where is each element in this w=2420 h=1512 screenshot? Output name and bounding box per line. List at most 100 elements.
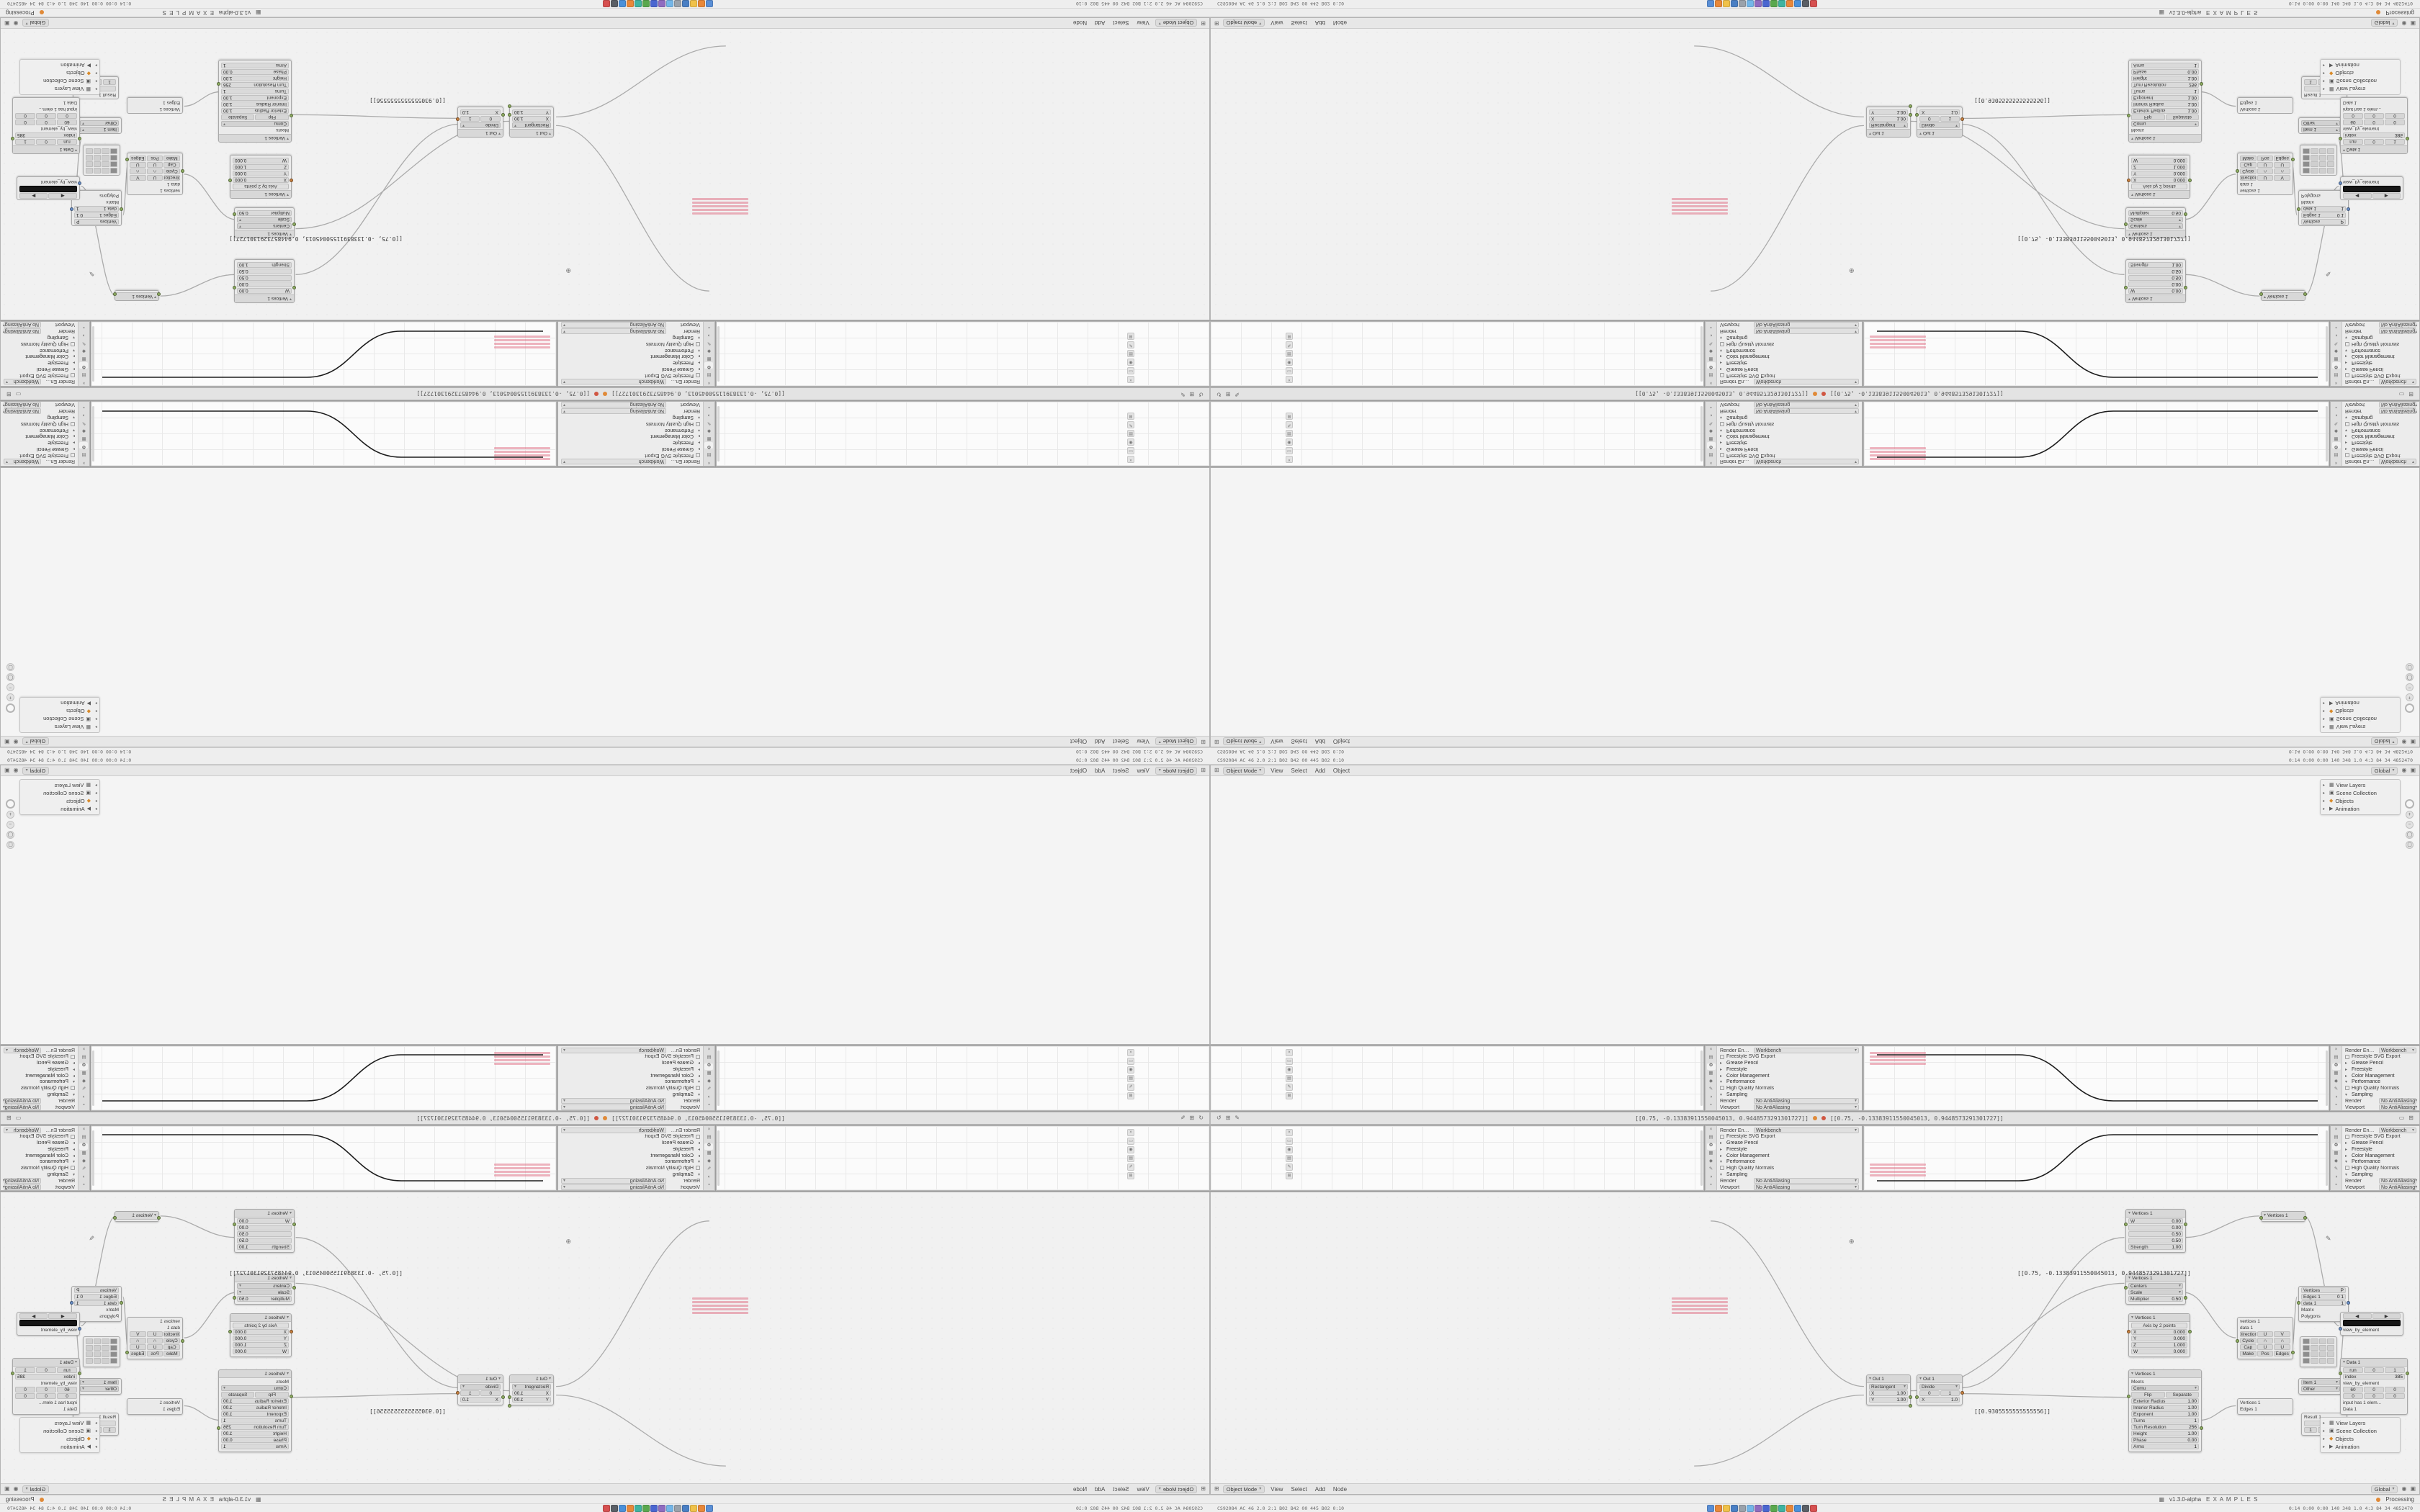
node-chip[interactable]: Make bbox=[163, 1351, 180, 1356]
cursor-icon[interactable]: ◉ bbox=[1286, 1066, 1293, 1074]
node-socket[interactable] bbox=[2127, 1395, 2130, 1398]
menu-select[interactable]: Select bbox=[1113, 767, 1129, 774]
node-socket[interactable] bbox=[11, 137, 14, 140]
props-tab-icon[interactable]: ✎ bbox=[2334, 420, 2339, 426]
outliner-row-scene-collection[interactable]: ▸▣Scene Collection bbox=[2323, 789, 2398, 797]
prop-row-freestyle[interactable]: ▸Freestyle bbox=[561, 440, 700, 446]
node-select[interactable]: Centers▾ bbox=[2128, 223, 2183, 229]
node-chip[interactable]: Make bbox=[2240, 156, 2257, 161]
props-tab-icon[interactable]: ◆ bbox=[82, 1079, 86, 1084]
node-title[interactable]: ▾Vertices 1 bbox=[115, 292, 158, 300]
node-item-other[interactable]: Item 1▾Other▾ bbox=[2298, 117, 2343, 134]
dock-app-11[interactable] bbox=[627, 1505, 634, 1512]
props-tab-icon[interactable]: ▤ bbox=[707, 1135, 712, 1140]
prop-row-performance[interactable]: ▾Performance bbox=[2345, 347, 2416, 353]
node-field[interactable]: 0.00 bbox=[237, 1225, 292, 1230]
prop-row-high-quality-normals[interactable]: High Quality Normals bbox=[4, 1086, 75, 1092]
node-select[interactable]: Other▾ bbox=[80, 120, 119, 126]
props-tab-icon[interactable]: ▦ bbox=[2334, 1151, 2339, 1156]
node-chip[interactable]: Direction bbox=[2240, 175, 2257, 181]
prop-row-freestyle[interactable]: ▸Freestyle bbox=[1720, 360, 1859, 366]
prop-row-high-quality-normals[interactable]: High Quality Normals bbox=[2345, 341, 2416, 347]
outliner-row-objects[interactable]: ▸◆Objects bbox=[2323, 797, 2398, 805]
node-socket[interactable] bbox=[2124, 222, 2128, 226]
overlays-icon[interactable]: ▣ bbox=[2410, 767, 2416, 773]
matrix-cell[interactable] bbox=[109, 168, 117, 174]
props-tab-icon[interactable]: × bbox=[707, 1127, 711, 1132]
menu-view[interactable]: View bbox=[1270, 1485, 1283, 1493]
props-tab-icon[interactable]: × bbox=[82, 1047, 86, 1052]
checkbox[interactable] bbox=[696, 421, 700, 426]
matrix-cell[interactable] bbox=[2311, 1351, 2318, 1357]
axis-gizmo-icon[interactable] bbox=[6, 703, 15, 713]
node-chip[interactable]: 1 bbox=[1940, 1390, 1960, 1396]
node-chip[interactable]: Pos bbox=[146, 1351, 163, 1356]
outliner-row-animation[interactable]: ▸▶Animation bbox=[22, 1443, 97, 1451]
node-socket[interactable] bbox=[70, 1301, 73, 1305]
matrix-cell[interactable] bbox=[2326, 1358, 2334, 1364]
props-tab-icon[interactable]: ⚙ bbox=[79, 1143, 89, 1150]
dock-app-4[interactable] bbox=[682, 1505, 689, 1512]
prop-row-color-management[interactable]: ▸Color Management bbox=[1720, 433, 1859, 439]
zoom-in-icon[interactable]: + bbox=[6, 693, 14, 701]
menu-select[interactable]: Select bbox=[1113, 19, 1129, 27]
node-chip[interactable]: ◀ bbox=[2343, 193, 2372, 199]
menu-select[interactable]: Select bbox=[1291, 767, 1307, 774]
props-tab-icon[interactable]: ✎ bbox=[1708, 420, 1713, 426]
rect-select-icon[interactable]: ▭ bbox=[1286, 1138, 1293, 1145]
matrix-cell[interactable] bbox=[2311, 168, 2318, 174]
node-socket[interactable] bbox=[78, 137, 81, 140]
props-tab-icon[interactable]: ▪ bbox=[83, 1182, 85, 1187]
dock-app-6[interactable] bbox=[666, 0, 673, 7]
checkbox[interactable] bbox=[2345, 1134, 2349, 1139]
node-chip[interactable]: 0 bbox=[57, 113, 77, 119]
prop-row-color-management[interactable]: ▸Color Management bbox=[2345, 1153, 2416, 1158]
props-tab-icon[interactable]: ▪ bbox=[83, 325, 85, 330]
prop-row-freestyle[interactable]: ▸Freestyle bbox=[1720, 440, 1859, 446]
node-field[interactable]: 0.50 bbox=[2128, 1231, 2183, 1237]
menu-select[interactable]: Select bbox=[1113, 738, 1129, 745]
node-chip[interactable]: Cap bbox=[163, 1344, 180, 1350]
prop-row-freestyle[interactable]: ▸Freestyle bbox=[2345, 1146, 2416, 1152]
prop-row-sampling[interactable]: ▾Sampling bbox=[1720, 335, 1859, 341]
prop-row-freestyle[interactable]: ▸Freestyle bbox=[4, 1146, 75, 1152]
scrollbar[interactable] bbox=[1700, 1130, 1703, 1186]
node-select[interactable]: Comu▾ bbox=[2131, 1385, 2199, 1391]
prop-row-sampling[interactable]: ▾Sampling bbox=[561, 1092, 700, 1097]
props-tab-icon[interactable]: ▦ bbox=[1708, 1151, 1713, 1156]
node-socket[interactable] bbox=[2184, 1296, 2187, 1300]
node-select[interactable]: Other▾ bbox=[2301, 1386, 2340, 1392]
editor-type-icon[interactable]: ⊞ bbox=[1214, 20, 1219, 27]
prop-select[interactable]: No AntiAliasing▾ bbox=[561, 408, 666, 414]
node-title[interactable]: ▾Vertices 1 bbox=[2129, 1314, 2190, 1322]
fcurve[interactable] bbox=[1877, 330, 2318, 378]
pan-icon[interactable]: ◯ bbox=[2406, 831, 2414, 839]
node-chip[interactable]: 0 bbox=[36, 120, 56, 125]
rect-select-icon[interactable]: ▭ bbox=[1127, 1058, 1134, 1065]
prop-row-color-management[interactable]: ▸Color Management bbox=[4, 1073, 75, 1079]
prop-row-performance[interactable]: ▾Performance bbox=[1720, 427, 1859, 433]
overlays-icon[interactable]: ▣ bbox=[2410, 1485, 2416, 1492]
props-tab-icon[interactable]: ◆ bbox=[2334, 348, 2338, 354]
orientation-dropdown[interactable]: Global ▾ bbox=[22, 1485, 50, 1493]
dock-app-5[interactable] bbox=[1739, 0, 1746, 7]
close-icon[interactable]: × bbox=[1286, 456, 1293, 463]
outliner-row-objects[interactable]: ▸◆Objects bbox=[22, 69, 97, 77]
dock-app-8[interactable] bbox=[650, 1505, 658, 1512]
matrix-cell[interactable] bbox=[2303, 1351, 2311, 1357]
prop-select[interactable]: No AntiAliasing▾ bbox=[3, 1178, 41, 1184]
node-matrix-grid[interactable] bbox=[83, 145, 120, 176]
props-tab-icon[interactable]: ◑ bbox=[82, 1094, 86, 1099]
props-tab-icon[interactable]: ◑ bbox=[1709, 333, 1713, 338]
